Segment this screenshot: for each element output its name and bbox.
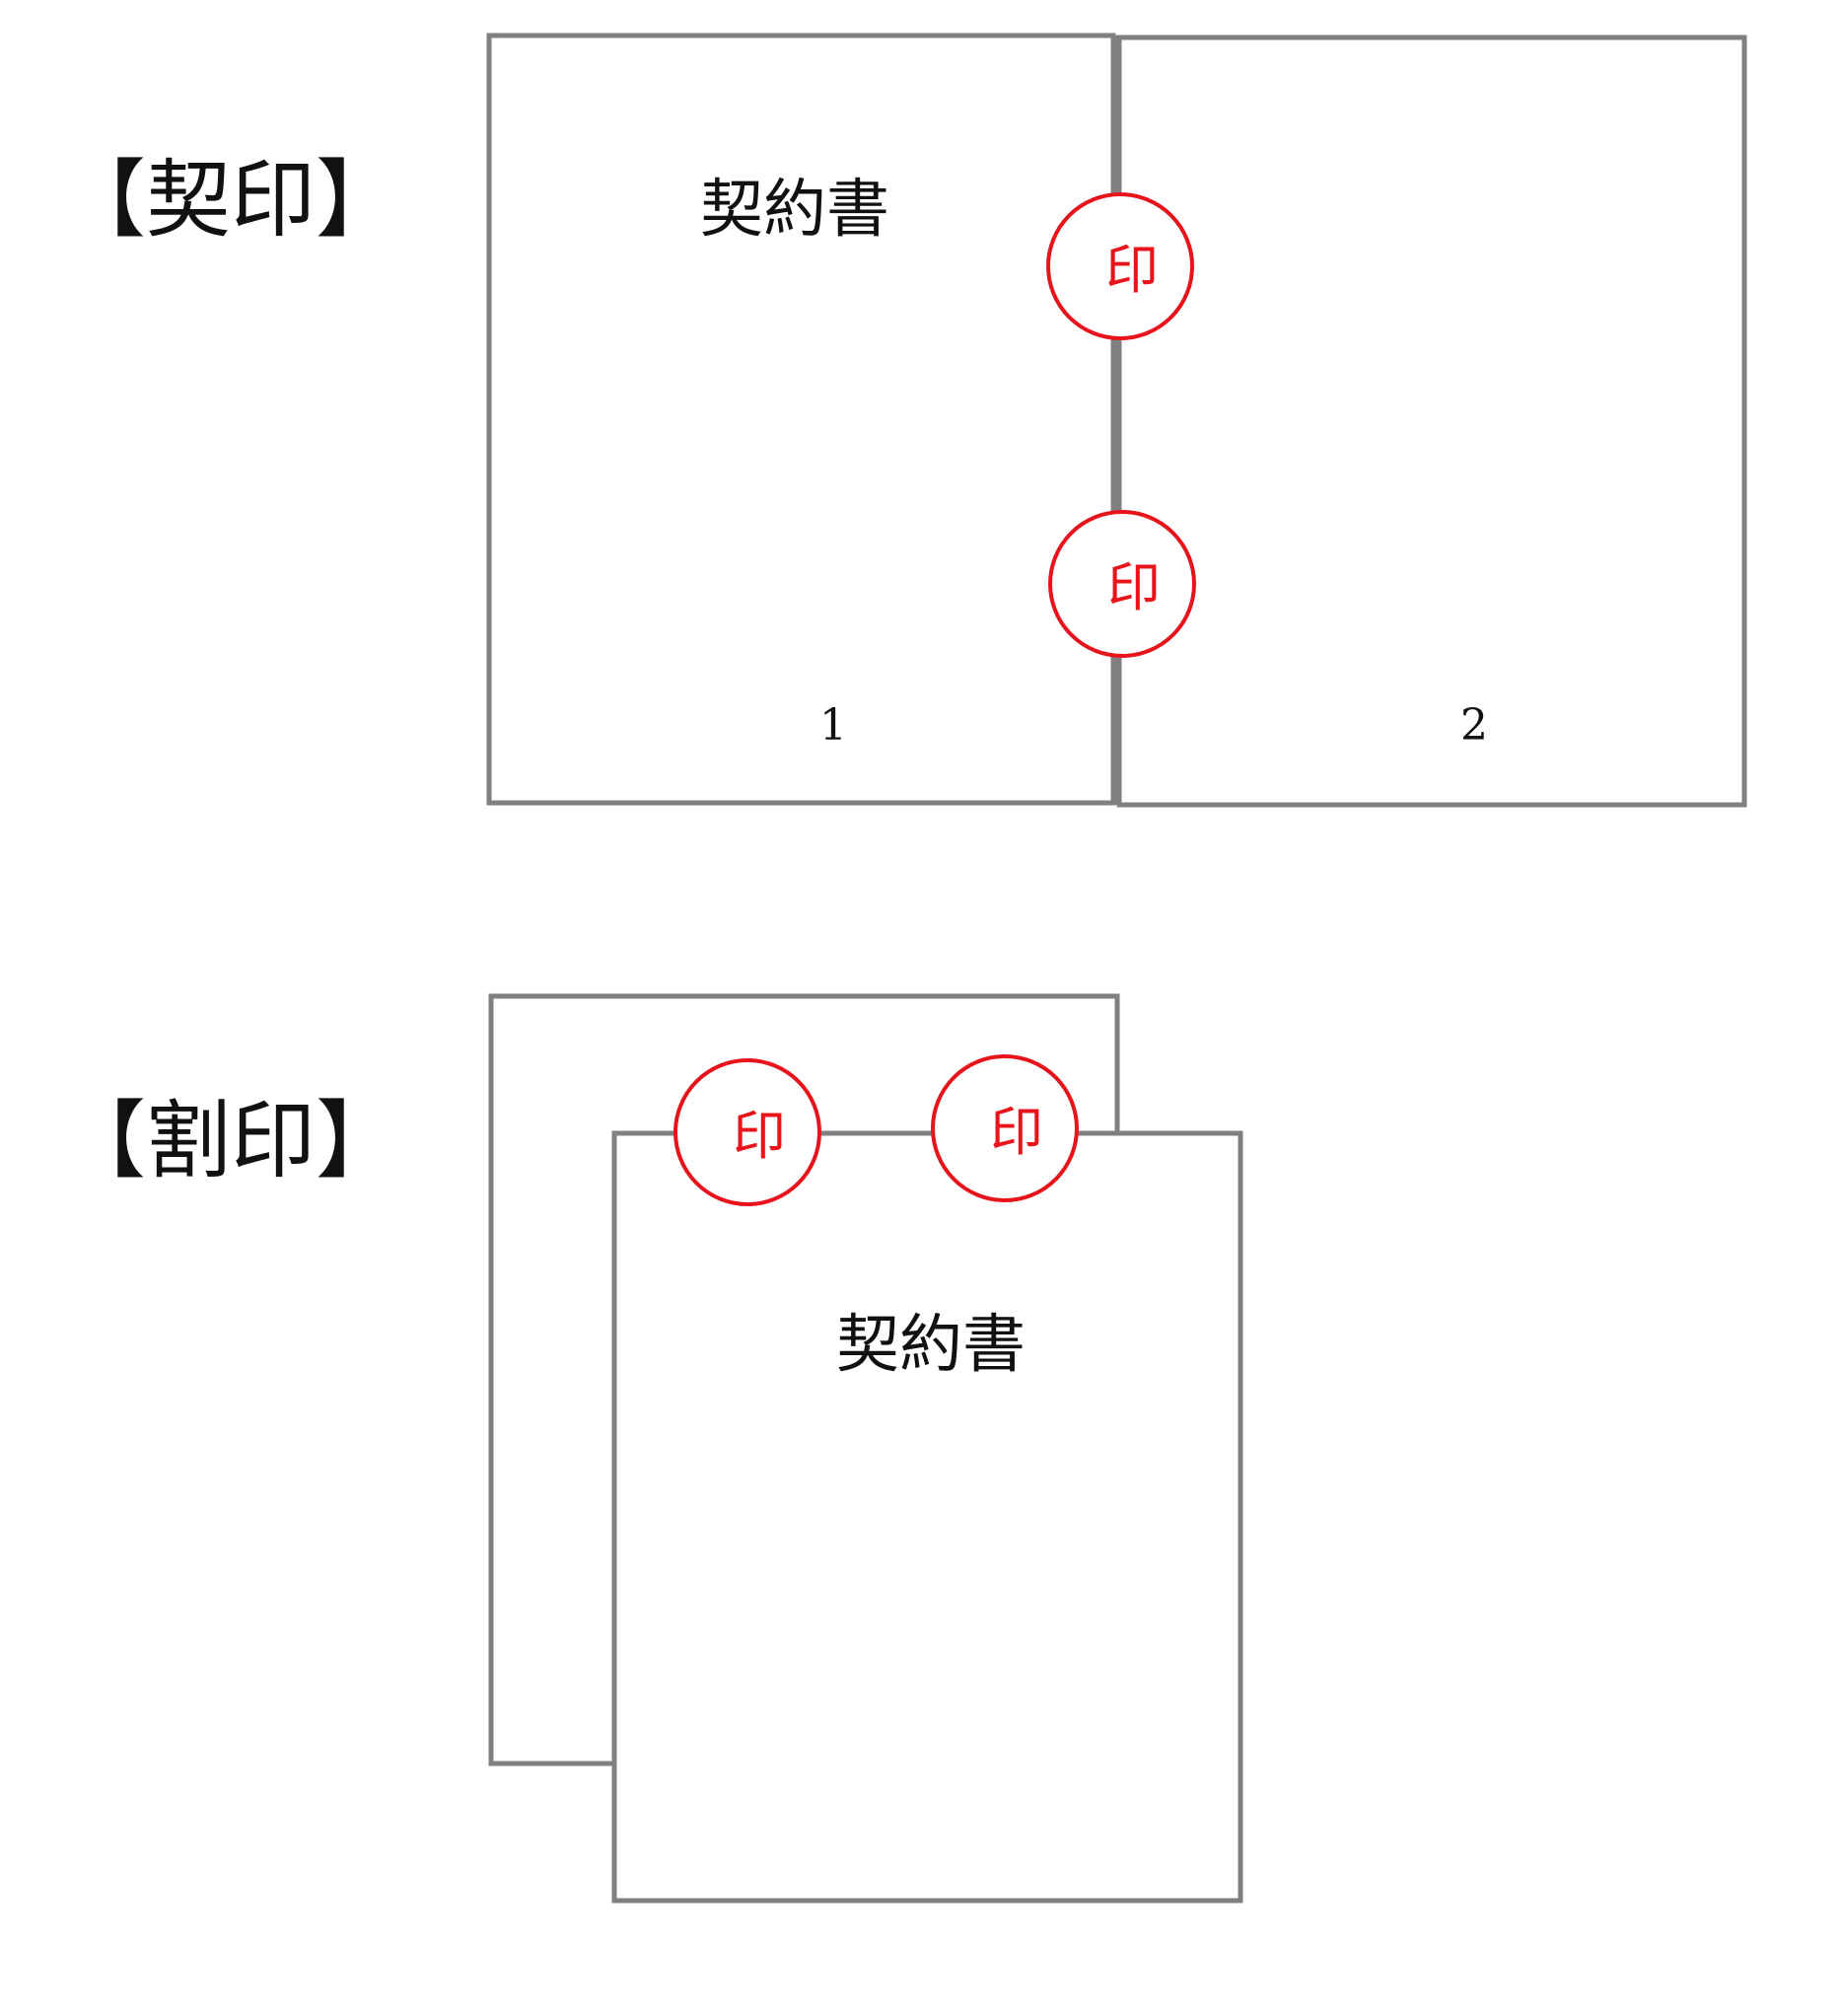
keiin-label: 【契印】	[61, 151, 400, 250]
warin-seal-right: 印	[931, 1054, 1079, 1202]
keiin-seal-top: 印	[1046, 192, 1194, 340]
keiin-section: 【契印】 契約書 1 2 印 印	[61, 33, 1747, 808]
keiin-page-number-2: 2	[1460, 700, 1488, 751]
warin-seal-left: 印	[673, 1058, 821, 1206]
warin-seal-right-text: 印	[990, 1101, 1043, 1163]
keiin-page-number-1: 1	[819, 700, 847, 751]
keiin-seal-bottom-text: 印	[1107, 556, 1161, 618]
warin-document-title: 契約書	[836, 1309, 1026, 1382]
warin-seal-left-text: 印	[733, 1105, 786, 1167]
keiin-page-1	[486, 33, 1116, 806]
keiin-seal-top-text: 印	[1105, 239, 1159, 301]
keiin-document-title: 契約書	[700, 174, 889, 247]
warin-front-page	[611, 1130, 1243, 1904]
keiin-seal-bottom: 印	[1048, 510, 1196, 658]
warin-section: 【割印】 契約書 印 印	[61, 993, 1243, 1904]
warin-label: 【割印】	[61, 1092, 400, 1190]
keiin-page-2	[1116, 35, 1747, 808]
